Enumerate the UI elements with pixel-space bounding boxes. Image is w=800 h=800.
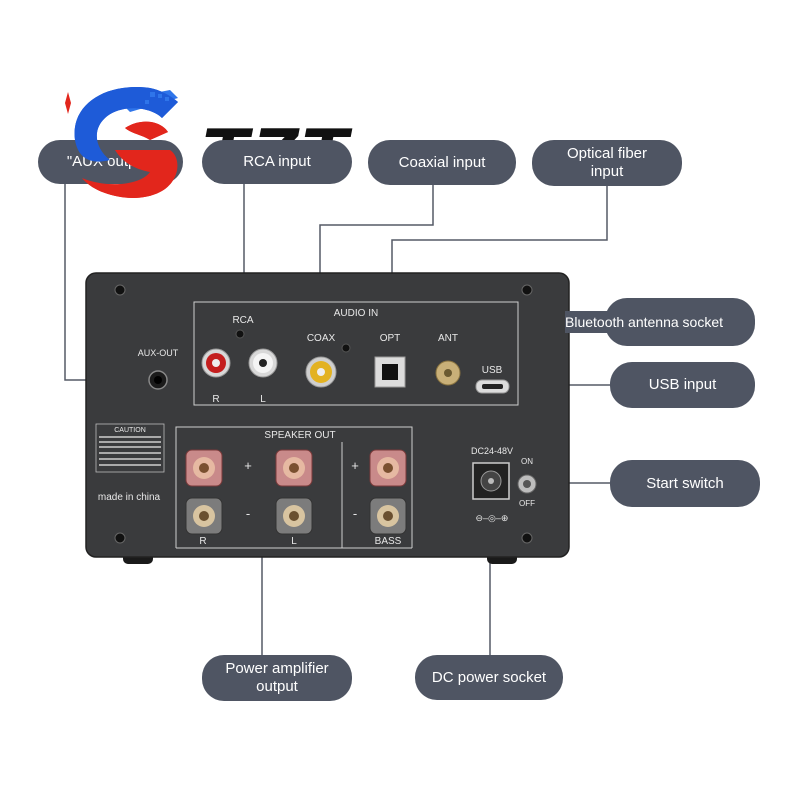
switch-on-label: ON bbox=[521, 457, 533, 466]
callout-rca-input: RCA input bbox=[202, 140, 352, 184]
bass-label: BASS bbox=[375, 536, 402, 547]
screw-icon bbox=[341, 343, 351, 353]
dc-voltage-label: DC24-48V bbox=[471, 446, 513, 456]
ant-label: ANT bbox=[438, 333, 458, 344]
switch-off-label: OFF bbox=[519, 499, 535, 508]
made-in-china-label: made in china bbox=[98, 492, 161, 503]
usb-label: USB bbox=[482, 365, 503, 376]
dc-polarity-icon: ⊖–◎–⊕ bbox=[476, 513, 509, 523]
callout-start-switch: Start switch bbox=[610, 460, 760, 507]
caution-label bbox=[95, 423, 165, 473]
dc-power-socket bbox=[472, 462, 510, 500]
audio-in-label: AUDIO IN bbox=[334, 308, 378, 319]
opt-label: OPT bbox=[380, 333, 401, 344]
svg-text:+: + bbox=[244, 458, 252, 473]
binding-posts bbox=[185, 449, 407, 535]
rca-label: RCA bbox=[232, 315, 253, 326]
callout-dc-power-socket: DC power socket bbox=[415, 655, 563, 700]
screw-icon bbox=[521, 532, 533, 544]
svg-text:+: + bbox=[351, 458, 359, 473]
svg-text:-: - bbox=[246, 506, 250, 521]
callout-aux-output: "AUX output" bbox=[38, 140, 183, 184]
screw-icon bbox=[521, 284, 533, 296]
svg-text:R: R bbox=[199, 536, 206, 547]
rca-l-label: L bbox=[260, 394, 266, 405]
callout-usb-input: USB input bbox=[610, 362, 755, 408]
audio-in-frame bbox=[193, 301, 519, 406]
callout-optical-fiber-input: Optical fiber input bbox=[532, 140, 682, 186]
callout-coaxial-input: Coaxial input bbox=[368, 140, 516, 185]
svg-text:CAUTION: CAUTION bbox=[114, 427, 146, 434]
aux-out-label: AUX-OUT bbox=[138, 348, 179, 358]
callout-power-amplifier-output: Power amplifier output bbox=[202, 655, 352, 701]
screw-icon bbox=[235, 329, 245, 339]
coax-label: COAX bbox=[307, 333, 336, 344]
screw-icon bbox=[114, 532, 126, 544]
speaker-out-label: SPEAKER OUT bbox=[264, 430, 335, 441]
svg-text:-: - bbox=[353, 506, 357, 521]
svg-text:L: L bbox=[291, 536, 297, 547]
callout-bluetooth-antenna-socket: Bluetooth antenna socket bbox=[565, 298, 755, 346]
rca-r-label: R bbox=[212, 394, 219, 405]
screw-icon bbox=[114, 284, 126, 296]
